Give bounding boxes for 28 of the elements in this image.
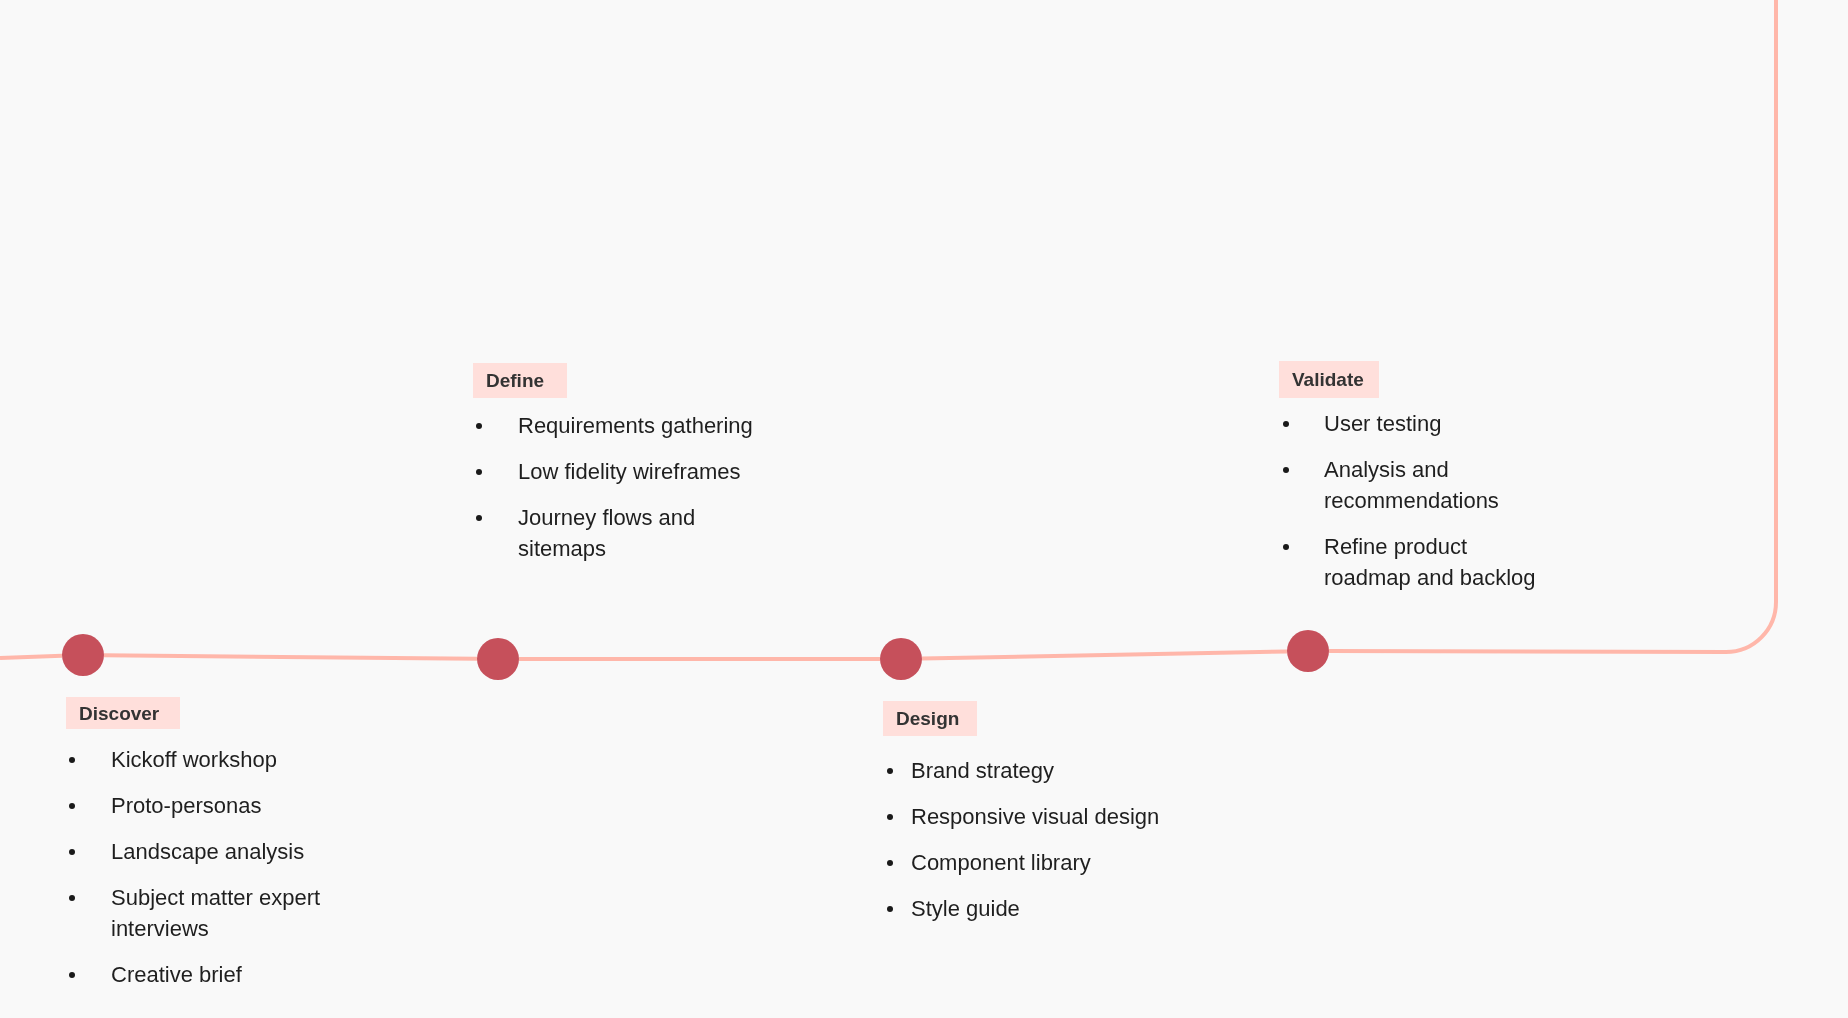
list-item-text: Kickoff workshop [111, 746, 278, 774]
list-item-text: Responsive visual design [911, 803, 1161, 831]
phase-label: Design [883, 701, 977, 736]
list-item-text: Requirements gathering [518, 412, 754, 440]
list-item-text: Component library [911, 849, 1092, 877]
list-item-text: Low fidelity wireframes [518, 458, 742, 486]
timeline-line [1329, 0, 1778, 654]
list-item-text: Brand strategy [911, 757, 1056, 785]
milestone-marker [1287, 630, 1329, 672]
list-item-text: User testing [1324, 410, 1443, 438]
timeline-line [0, 653, 63, 660]
timeline-line [103, 653, 478, 661]
list-item-text: Style guide [911, 895, 1021, 923]
list-item-text: Journey flows and sitemaps [518, 504, 697, 563]
list-item-text: Creative brief [111, 961, 243, 989]
phase-label: Validate [1279, 361, 1379, 398]
milestone-marker [477, 638, 519, 680]
list-item-text: Analysis and recommendations [1324, 456, 1500, 515]
list-item-text: Subject matter expert interviews [111, 884, 322, 943]
list-item-text: Landscape analysis [111, 838, 306, 866]
timeline-line [519, 657, 880, 661]
list-item-text: Refine product roadmap and backlog [1324, 533, 1537, 592]
timeline-line [921, 649, 1288, 661]
milestone-marker [880, 638, 922, 680]
phase-label: Define [473, 363, 567, 398]
phase-label: Discover [66, 697, 180, 729]
milestone-marker [62, 634, 104, 676]
list-item-text: Proto-personas [111, 792, 263, 820]
